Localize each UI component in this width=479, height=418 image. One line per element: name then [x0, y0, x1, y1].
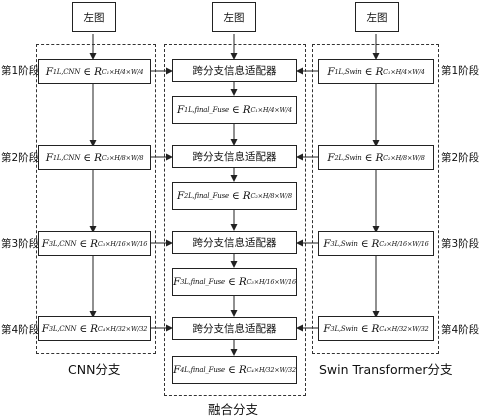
stage-label-right-3: 第3阶段: [441, 238, 479, 250]
stage-label-left-2: 第2阶段: [1, 152, 40, 164]
input-box-left: 左图: [72, 2, 116, 32]
adapter-label: 跨分支信息适配器: [192, 151, 277, 163]
adapter-label: 跨分支信息适配器: [192, 323, 277, 335]
stage-label-left-1: 第1阶段: [1, 65, 40, 77]
input-label: 左图: [223, 11, 245, 24]
fusion-branch-label: 融合分支: [208, 402, 259, 417]
swin-branch-label: Swin Transformer分支: [319, 362, 453, 377]
adapter-label: 跨分支信息适配器: [192, 237, 277, 249]
stage-label-left-4: 第4阶段: [1, 324, 40, 336]
cnn-branch-label: CNN分支: [68, 362, 121, 377]
input-box-middle: 左图: [212, 2, 256, 32]
cross-branch-adapter-4: 跨分支信息适配器: [172, 317, 297, 340]
stage-label-left-3: 第3阶段: [1, 238, 40, 250]
stage-label-right-1: 第1阶段: [441, 65, 479, 77]
fusion-branch-container: [164, 44, 306, 396]
cross-branch-adapter-2: 跨分支信息适配器: [172, 145, 297, 168]
adapter-label: 跨分支信息适配器: [192, 65, 277, 77]
cnn-branch-container: [36, 44, 156, 354]
cross-branch-adapter-3: 跨分支信息适配器: [172, 231, 297, 254]
cross-branch-adapter-1: 跨分支信息适配器: [172, 59, 297, 82]
input-box-right: 左图: [355, 2, 399, 32]
input-label: 左图: [83, 11, 105, 24]
stage-label-right-2: 第2阶段: [441, 152, 479, 164]
swin-branch-container: [312, 44, 439, 354]
input-label: 左图: [366, 11, 388, 24]
stage-label-right-4: 第4阶段: [441, 324, 479, 336]
